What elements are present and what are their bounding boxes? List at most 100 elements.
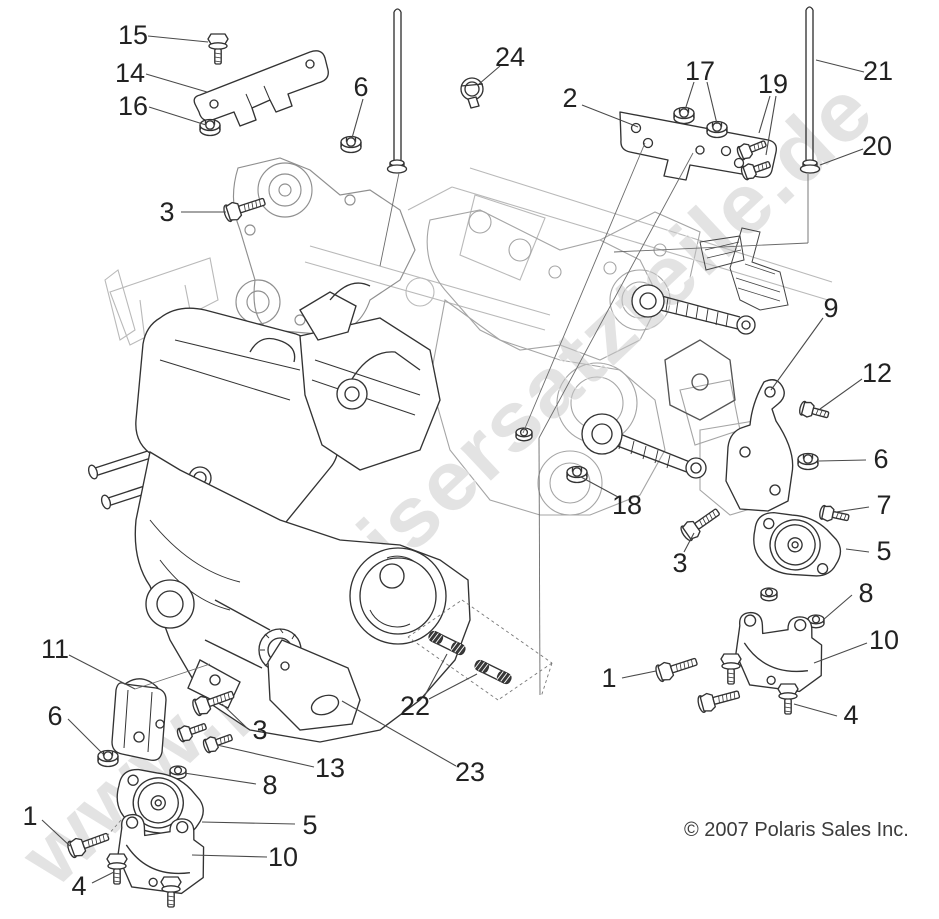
leader-line-13 <box>216 744 315 768</box>
alignment-line-dashed <box>497 662 553 701</box>
brake-pedal-assembly <box>699 227 789 311</box>
leader-line-18 <box>580 476 619 498</box>
callout-label-12: 12 <box>862 358 892 388</box>
callout-label-1: 1 <box>601 663 616 693</box>
callout-label-3: 3 <box>159 197 174 227</box>
part-7-bolt <box>817 503 851 526</box>
alignment-line-dashed <box>106 818 123 837</box>
part-3-bolt-mid <box>678 503 724 544</box>
part-9-bracket <box>725 379 794 512</box>
alignment-line-dashed <box>461 599 553 664</box>
alignment-line <box>538 437 541 696</box>
callout-label-10: 10 <box>268 842 298 872</box>
callout-label-5: 5 <box>876 536 891 566</box>
callout-label-18: 18 <box>612 490 642 520</box>
leader-line-6 <box>351 98 364 139</box>
leader-line-3 <box>221 703 248 729</box>
callout-label-4: 4 <box>71 871 86 901</box>
callout-label-1: 1 <box>22 801 37 831</box>
part-20-grommet <box>799 159 821 174</box>
alignment-line-dashed <box>407 599 463 638</box>
leader-line-6 <box>818 459 867 462</box>
alignment-line <box>613 242 809 253</box>
leader-line-19 <box>765 95 777 156</box>
leader-line-5 <box>201 821 296 825</box>
alignment-lines <box>106 142 809 837</box>
leader-line-4 <box>91 871 115 884</box>
leader-line-20 <box>819 148 864 166</box>
callout-label-5: 5 <box>302 810 317 840</box>
part-11-u-bracket <box>111 678 167 761</box>
callout-label-15: 15 <box>118 20 148 50</box>
callout-label-10: 10 <box>869 625 899 655</box>
part-17-nut-a <box>673 106 695 125</box>
transmission-output-shafts <box>581 284 756 479</box>
leader-line-8 <box>183 772 257 785</box>
callout-label-16: 16 <box>118 91 148 121</box>
callout-label-9: 9 <box>823 293 838 323</box>
leader-line-14 <box>145 73 208 93</box>
leader-line-1 <box>41 819 71 847</box>
alignment-line <box>379 172 400 267</box>
part-3-bolt-front <box>221 192 268 224</box>
leader-line-10 <box>813 642 868 664</box>
part-16-flange-nut <box>199 118 221 137</box>
alignment-line-dashed <box>540 662 553 698</box>
callout-label-3: 3 <box>252 715 267 745</box>
alignment-line <box>522 142 646 434</box>
leader-line-11 <box>68 654 136 690</box>
leader-line-10 <box>191 854 268 858</box>
callout-label-2: 2 <box>562 83 577 113</box>
leader-line-21 <box>815 59 865 73</box>
engine-assembly <box>87 282 471 743</box>
part-22-stud-b <box>473 658 513 686</box>
copyright-text: © 2007 Polaris Sales Inc. <box>684 819 909 841</box>
leader-line-1 <box>621 670 657 679</box>
leader-line-22 <box>423 653 448 698</box>
part-24-clamp <box>460 77 484 109</box>
callout-label-20: 20 <box>862 131 892 161</box>
leader-line-24 <box>478 65 501 85</box>
callout-label-19: 19 <box>758 69 788 99</box>
alignment-line-dashed <box>407 636 499 701</box>
leader-line-17 <box>706 81 718 125</box>
callout-label-3: 3 <box>672 548 687 578</box>
alignment-line <box>538 152 694 439</box>
leader-line-22 <box>428 673 478 700</box>
part-1-bolt-right <box>653 652 700 684</box>
leader-line-2 <box>581 104 639 128</box>
part-bolt-long-right <box>695 684 742 715</box>
part-6-nut-front <box>340 135 362 154</box>
callout-label-11: 11 <box>41 634 69 664</box>
leader-line-8 <box>822 594 853 621</box>
leader-line-19 <box>758 95 771 134</box>
callout-label-6: 6 <box>873 444 888 474</box>
leader-line-12 <box>819 378 863 410</box>
part-6-nut-left <box>97 749 119 768</box>
callout-label-17: 17 <box>685 56 715 86</box>
alignment-line <box>134 663 211 690</box>
leader-line-23 <box>341 700 457 767</box>
leader-line-15 <box>147 35 209 43</box>
callout-label-23: 23 <box>455 757 485 787</box>
callout-label-6: 6 <box>353 72 368 102</box>
leader-line-4 <box>793 703 838 717</box>
callout-label-21: 21 <box>863 56 893 86</box>
callout-label-14: 14 <box>115 58 145 88</box>
part-bolt-small-right <box>720 653 742 685</box>
callout-label-7: 7 <box>876 490 891 520</box>
part-12-bolt <box>797 399 831 423</box>
part-6-nut-right <box>797 452 819 471</box>
part-rod-left <box>386 8 408 174</box>
callout-label-8: 8 <box>858 578 873 608</box>
callout-label-6: 6 <box>47 701 62 731</box>
leader-line-5 <box>845 548 870 553</box>
part-18-nut <box>566 465 588 484</box>
leader-line-7 <box>835 506 870 513</box>
part-15-flange-bolt <box>207 33 229 65</box>
part-21-rod <box>805 6 814 160</box>
callout-label-13: 13 <box>315 753 345 783</box>
